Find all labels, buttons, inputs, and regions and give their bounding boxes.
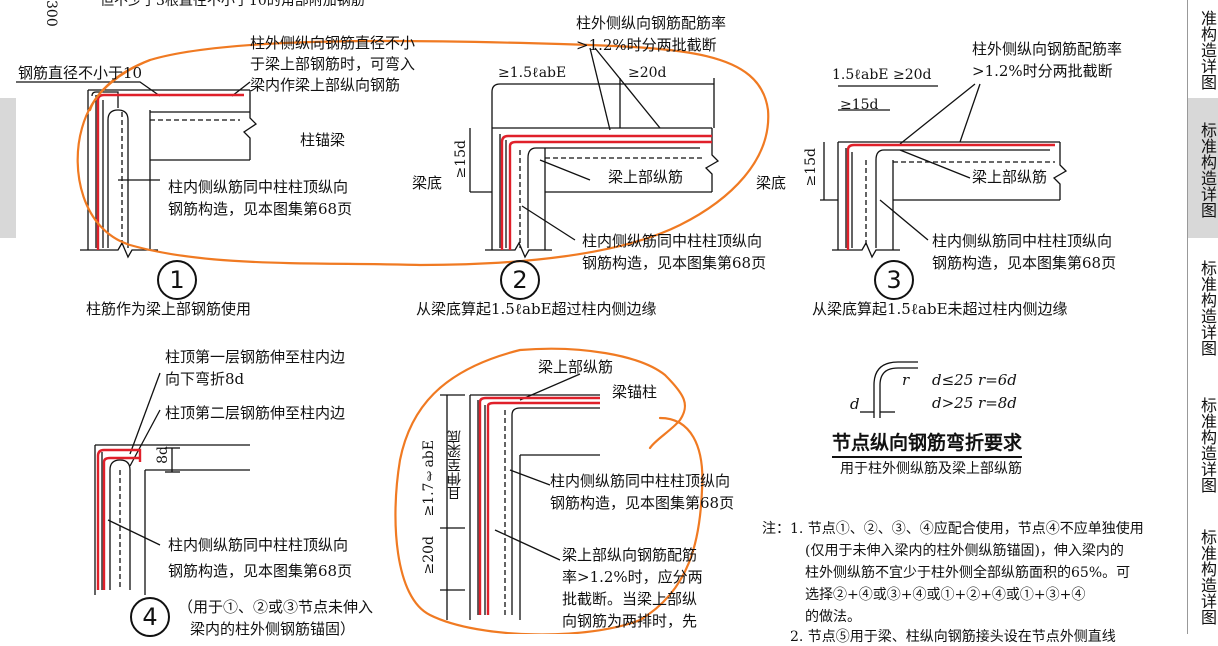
dim-300: 300 [43, 0, 59, 27]
node1-inner-note-1: 柱内侧纵筋同中柱柱顶纵向 [168, 178, 349, 196]
notes-line-4: 选择②+④或③+④或①+②+④或①+③+④ [805, 587, 1086, 603]
node2-dim-labe: ≥1.5ℓabE [498, 65, 567, 81]
node3-beam-bottom: 梁底 [756, 174, 787, 192]
node2-ratio-2: >1.2%时分两批截断 [576, 36, 717, 54]
node5-dim-20d: ≥20d [421, 536, 437, 575]
node3-dim-15d-top: ≥15d [840, 97, 879, 113]
node5-dim-17: ≥1.7ℓabE [421, 440, 437, 517]
node1-outer-note-3: 梁内作梁上部纵向钢筋 [250, 76, 401, 94]
node2-ratio-1: 柱外侧纵向钢筋配筋率 [576, 14, 727, 32]
node4-layer1-2: 向下弯折8d [165, 370, 245, 388]
node3-beam-top-bar: 梁上部纵筋 [972, 168, 1048, 186]
top-cut-note: 但不少于3根直径不小于10的角部附加钢筋 [100, 0, 365, 9]
node3-dim-15d: ≥15d [803, 148, 819, 187]
node5-cut-1: 梁上部纵向钢筋配筋 [562, 546, 698, 564]
node3-inner-note-1: 柱内侧纵筋同中柱柱顶纵向 [932, 232, 1113, 250]
node5-handwritten-label: 梁锚柱 [612, 383, 658, 401]
node5-drawing [440, 373, 600, 620]
node4-number: 4 [130, 597, 170, 637]
node3-dim-labe: 1.5ℓabE [832, 67, 889, 83]
node4-inner-note-1: 柱内侧纵筋同中柱柱顶纵向 [168, 536, 349, 554]
node1-caption: 柱筋作为梁上部钢筋使用 [86, 300, 252, 318]
node5-inner-note-1: 柱内侧纵筋同中柱柱顶纵向 [550, 472, 731, 490]
node5-cut-4: 向钢筋为两排时，先 [562, 612, 698, 630]
node2-beam-bottom: 梁底 [412, 174, 443, 192]
node5-dim-17-sub: 且伸至梁底 [447, 430, 463, 500]
right-tab-3[interactable]: 标准构造详图 [1187, 238, 1218, 373]
node3-ratio-1: 柱外侧纵向钢筋配筋率 [972, 40, 1123, 58]
node3-ratio-2: >1.2%时分两批截断 [972, 62, 1113, 80]
node1-bar-dia: 钢筋直径不小于10 [18, 64, 143, 82]
bend-detail-drawing [860, 361, 918, 418]
node4-caption-1: （用于①、②或③节点未伸入 [178, 598, 374, 616]
node5-inner-note-2: 钢筋构造，见本图集第68页 [550, 494, 735, 512]
node2-beam-top-bar: 梁上部纵筋 [608, 168, 684, 186]
bend-r-label: r [902, 371, 910, 389]
node5-beam-top-bar: 梁上部纵筋 [538, 358, 614, 376]
node2-number: 2 [500, 260, 540, 300]
node4-dim-8d: 8d [155, 446, 171, 464]
notes-line-2: (仅用于未伸入梁内的柱外侧纵筋锚固)，伸入梁内的 [805, 543, 1124, 559]
node4-layer2: 柱顶第二层钢筋伸至柱内边 [165, 404, 346, 422]
left-tab-2[interactable] [0, 98, 16, 238]
node1-inner-note-2: 钢筋构造，见本图集第68页 [168, 200, 353, 218]
right-tab-1[interactable]: 准构造详图 [1187, 0, 1218, 98]
node5-cut-2: 率>1.2%时，应分两 [562, 568, 703, 586]
right-tab-4[interactable]: 标准构造详图 [1187, 373, 1218, 513]
node1-outer-rebar [96, 93, 244, 250]
node5-cut-3: 批截断。当梁上部纵 [562, 590, 698, 608]
node3-inner-note-2: 钢筋构造，见本图集第68页 [932, 254, 1117, 272]
node1-drawing [16, 81, 258, 259]
left-tab-1[interactable] [0, 0, 16, 98]
notes-line-5: 的做法。 [805, 609, 861, 625]
right-tab-1-text: 准构造详图 [1198, 10, 1217, 90]
node3-drawing [820, 83, 1068, 259]
node2-caption: 从梁底算起1.5ℓabE超过柱内侧边缘 [416, 300, 657, 318]
node1-outer-note-2: 于梁上部钢筋时，可弯入 [250, 55, 416, 73]
right-tab-4-text: 标准构造详图 [1198, 397, 1217, 493]
node2-inner-note-2: 钢筋构造，见本图集第68页 [582, 254, 767, 272]
notes-line-6: 2. 节点⑤用于梁、柱纵向钢筋接头设在节点外侧直线 [790, 629, 1116, 645]
node2-outer-rebar [500, 134, 712, 250]
bend-cond-2: d>25 r=8d [932, 394, 1017, 412]
node3-outer-rebar [846, 143, 1055, 250]
notes-line-1: 注：1. 节点①、②、③、④应配合使用，节点④不应单独使用 [762, 521, 1144, 537]
right-tab-3-text: 标准构造详图 [1198, 260, 1217, 356]
node3-dim-20d: ≥20d [893, 67, 932, 83]
node4-layer1-1: 柱顶第一层钢筋伸至柱内边 [165, 348, 346, 366]
node4-caption-2: 梁内的柱外侧钢筋锚固） [190, 620, 356, 638]
left-tab-4[interactable] [0, 373, 16, 513]
annotation-ring-top [76, 39, 770, 267]
node2-dim-15d: ≥15d [453, 140, 469, 179]
annotation-ring-bottom [394, 347, 704, 634]
node2-dim-20d: ≥20d [628, 65, 667, 81]
right-tab-2-text: 标准构造详图 [1198, 122, 1217, 218]
node1-number: 1 [157, 260, 197, 300]
right-tab-5[interactable]: 标准构造详图 [1187, 513, 1218, 634]
node1-outer-note-1: 柱外侧纵向钢筋直径不小 [250, 34, 416, 52]
bend-title: 节点纵向钢筋弯折要求 [832, 432, 1023, 458]
node4-inner-note-2: 钢筋构造，见本图集第68页 [168, 562, 353, 580]
bend-d-label: d [850, 395, 860, 413]
notes-line-3: 柱外侧纵筋不宜少于柱外侧全部纵筋面积的65%。可 [805, 565, 1131, 581]
node2-drawing [469, 47, 720, 259]
node4-rebar [96, 448, 142, 590]
right-tab-2[interactable]: 标准构造详图 [1187, 98, 1218, 238]
right-tab-5-text: 标准构造详图 [1198, 529, 1217, 625]
node3-caption: 从梁底算起1.5ℓabE未超过柱内侧边缘 [812, 300, 1068, 318]
node2-inner-note-1: 柱内侧纵筋同中柱柱顶纵向 [582, 232, 763, 250]
node4-drawing [94, 372, 250, 595]
node3-number: 3 [874, 260, 914, 300]
node5-outer-rebar [478, 396, 600, 615]
bend-cond-1: d≤25 r=6d [932, 371, 1017, 389]
node1-handwritten-label: 柱锚梁 [300, 131, 346, 149]
bend-subtitle: 用于柱外侧纵筋及梁上部纵筋 [840, 461, 1022, 477]
left-tab-3[interactable] [0, 238, 16, 373]
